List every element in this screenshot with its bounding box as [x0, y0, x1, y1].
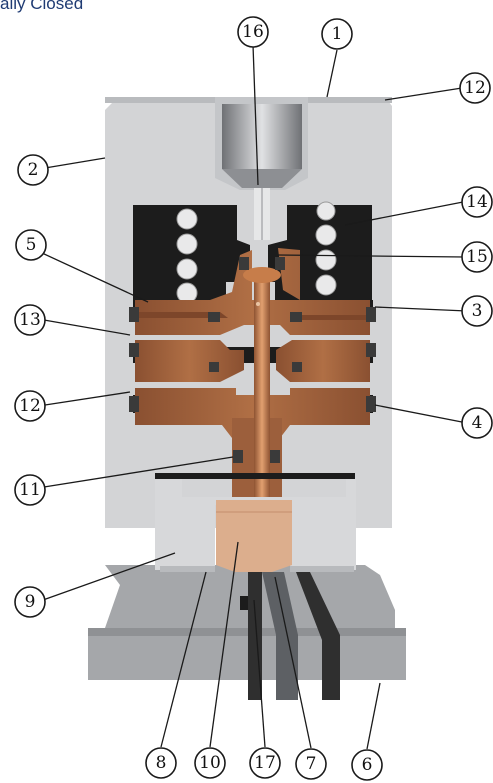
callout-2-label: 2 — [28, 160, 39, 180]
callout-17: 17 — [249, 747, 281, 779]
callout-17-label: 17 — [254, 753, 276, 773]
callout-2: 2 — [17, 154, 49, 186]
callout-15-label: 15 — [466, 247, 488, 267]
diagram-title: ally Closed — [0, 0, 84, 13]
callout-16: 16 — [237, 16, 269, 48]
leader-lines — [41, 44, 468, 750]
callout-1: 1 — [321, 18, 353, 50]
callout-15: 15 — [461, 241, 493, 273]
callout-16-label: 16 — [242, 22, 264, 42]
callout-13-label: 13 — [19, 310, 41, 330]
callout-1-label: 1 — [332, 24, 343, 44]
callout-12-top: 12 — [459, 72, 491, 104]
callout-9-label: 9 — [25, 592, 36, 612]
callout-12-top-label: 12 — [464, 78, 486, 98]
callout-3-label: 3 — [472, 301, 483, 321]
callout-14-label: 14 — [466, 192, 488, 212]
callout-6-label: 6 — [362, 755, 373, 775]
callout-12-mid-label: 12 — [19, 396, 41, 416]
callout-12-mid: 12 — [14, 390, 46, 422]
callout-8-label: 8 — [156, 753, 167, 773]
callout-11-label: 11 — [19, 480, 41, 500]
callout-4: 4 — [461, 407, 493, 439]
callout-7-label: 7 — [306, 754, 317, 774]
callout-11: 11 — [14, 474, 46, 506]
callout-5-label: 5 — [26, 235, 37, 255]
callout-7: 7 — [295, 748, 327, 780]
spring-coils — [176, 201, 337, 304]
o-ring-seals — [129, 257, 376, 463]
callout-5: 5 — [15, 229, 47, 261]
valve-body-lower — [155, 473, 356, 572]
callout-6: 6 — [351, 749, 383, 781]
callout-8: 8 — [145, 747, 177, 779]
callout-10: 10 — [194, 747, 226, 779]
insert — [216, 500, 292, 572]
callout-13: 13 — [14, 304, 46, 336]
callout-3: 3 — [461, 295, 493, 327]
callout-14: 14 — [461, 186, 493, 218]
callout-4-label: 4 — [472, 413, 483, 433]
callout-9: 9 — [14, 586, 46, 618]
callout-10-label: 10 — [199, 753, 221, 773]
base-block — [88, 565, 406, 680]
